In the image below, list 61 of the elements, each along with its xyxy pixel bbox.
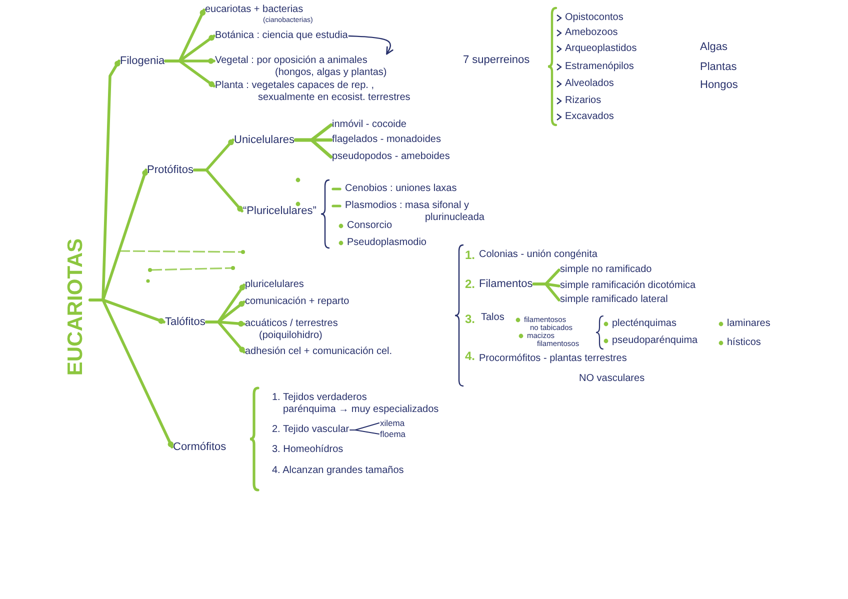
list-item-text: 3. Homeohídros [272,444,344,456]
list-item-text: Consorcio [347,220,392,232]
list-item-text: pseudoparénquima [612,335,698,347]
branch-label: Filogenia [120,55,165,67]
note-text: Botánica : ciencia que estudia [215,30,348,42]
note-text: Plantas [700,61,737,73]
list-number: 4. [465,349,476,363]
branch-label: Unicelulares [234,134,295,146]
list-item-text: Cenobios : uniones laxas [345,183,457,195]
note-text: simple no ramificado [560,264,652,276]
arrow [348,35,394,55]
note-text: xilema [380,418,405,428]
note-text: eucariotas + bacterias [205,4,304,16]
list-item-text: Rizarios [565,95,602,107]
note-text: Planta : vegetales capaces de rep. , sexualmente en ecosist. terrestres [215,80,410,104]
central-topic: EUCARIOTAS [63,232,89,382]
list-item-text: Opistocontos [565,12,624,24]
list-number: 3. [465,312,476,326]
note-text: adhesión cel + comunicación cel. [245,346,392,358]
list-item-text: Procormófitos - plantas terrestres NO vasculares [479,352,645,386]
list-item-text: 1. Tejidos verdaderos parénquima → muy especializados [272,392,439,416]
list-item-text: Talos [481,312,504,324]
branch-label: Talófitos [165,316,206,328]
note-text: 2. Tejido vascular [272,424,350,436]
note-text: inmóvil - cocoide [332,119,406,131]
list-number: 1. [465,248,476,262]
branch-line [88,298,174,448]
list-item-text: laminares [727,318,770,330]
note-text: pluricelulares [245,279,304,291]
list-item-text: Amebozoos [565,27,618,39]
note-text: floema [380,429,406,439]
branch-line [164,60,216,88]
list-item-text: hísticos [727,337,761,349]
note-text: Vegetal : por oposición a animales (hongos, algas y plantas) [215,55,387,79]
list-item-text: Excavados [565,111,614,123]
note-text: simple ramificación dicotómica [560,280,696,292]
branch-label: Filamentos [479,278,533,290]
note-text: Algas [700,41,728,53]
list-item-text: Arqueoplastidos [565,43,637,55]
list-item-text: Alveolados [565,78,614,90]
branch-line [204,320,246,354]
list-item-text: Estramenópilos [565,61,634,73]
group-label: 7 superreinos [463,54,530,66]
note-text: flagelados - monadoides [332,134,441,146]
note-text: simple ramificado lateral [560,294,668,306]
list-item-text: plecténquimas [612,318,676,330]
note-text: acuáticos / terrestres (poiquilohidro) [245,318,338,342]
note-text: Hongos [700,79,738,91]
note-text: comunicación + reparto [245,296,350,308]
branch-label: Cormófitos [173,441,226,453]
branch-line [350,429,380,435]
branch-line [193,168,244,212]
branch-line [294,138,333,159]
list-item-text: Pseudoplasmodio [347,237,426,249]
branch-line [532,282,560,302]
branch-label: Protófitos [147,164,194,176]
list-number: 2. [465,277,476,291]
note-text: pseudopodos - ameboides [332,151,450,163]
list-item-text: Colonias - unión congénita [479,249,598,261]
list-item-text: 4. Alcanzan grandes tamaños [272,465,404,477]
branch-label: “Pluricelulares” [243,205,316,217]
